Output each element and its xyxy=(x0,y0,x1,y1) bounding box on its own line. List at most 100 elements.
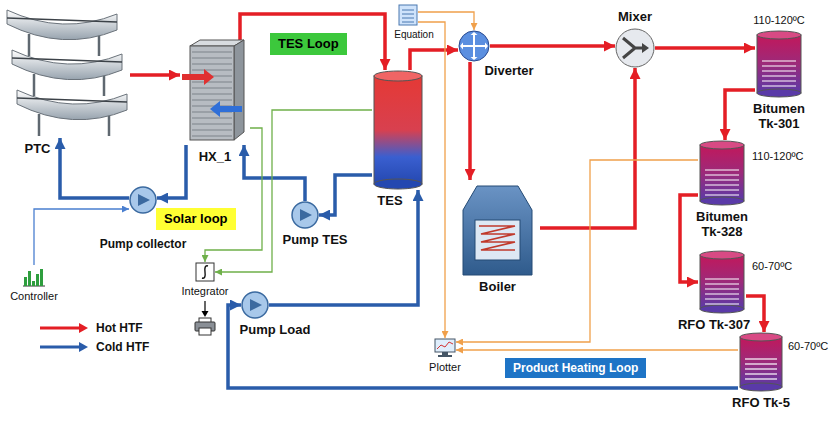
product-tank xyxy=(755,30,803,98)
solar-collector-part xyxy=(7,10,117,40)
controller-block-part xyxy=(28,271,31,286)
product-tank: 110-120ºCBitumen Tk-328 xyxy=(698,140,746,206)
loop-tag: Product Heating Loop xyxy=(505,358,646,378)
solar-collector-part xyxy=(12,58,122,62)
component-label: Pump TES xyxy=(282,233,347,248)
product-tank-part xyxy=(757,35,801,93)
product-tank-part xyxy=(745,378,777,379)
plotter-block-part xyxy=(442,352,448,355)
product-tank xyxy=(698,250,746,314)
pump-symbol xyxy=(129,186,157,214)
heat-exchanger-part xyxy=(192,118,232,119)
product-tank-part xyxy=(705,184,739,185)
component-label: PTC xyxy=(25,142,51,157)
product-tank-part xyxy=(705,293,739,294)
hot-pipe xyxy=(130,73,180,77)
heat-exchanger-part xyxy=(192,130,232,131)
product-tank-part xyxy=(745,363,777,364)
component-label: RFO Tk-307 xyxy=(678,318,750,333)
storage-tank-part xyxy=(374,71,422,81)
solar-collector-part xyxy=(108,114,111,136)
product-tank-part xyxy=(762,60,796,61)
product-tank-part xyxy=(757,31,801,39)
controller-block-part xyxy=(40,269,43,286)
loop-label: Solar loop xyxy=(164,211,228,226)
product-tank-part xyxy=(762,75,796,76)
loop-tag: Solar loop xyxy=(156,208,236,230)
plotter-block: Plotter xyxy=(434,338,456,358)
diverter-valve-part xyxy=(485,43,488,50)
controller-block-part xyxy=(36,274,39,286)
diverter-valve-part xyxy=(460,43,463,50)
pump-symbol: Pump TES xyxy=(291,201,319,229)
cold-pipe xyxy=(228,305,738,388)
pump-symbol-part xyxy=(300,209,312,221)
legend-sample xyxy=(38,322,90,334)
product-tank-part xyxy=(762,70,796,71)
diverter-valve-part xyxy=(459,31,489,61)
legend-sample xyxy=(40,345,80,348)
heat-exchanger-part xyxy=(192,124,232,125)
component-label: TES xyxy=(377,194,402,209)
pump-symbol: Pump Load xyxy=(241,291,269,319)
heat-exchanger xyxy=(180,40,250,145)
legend-sample xyxy=(40,326,80,329)
heat-exchanger-part xyxy=(210,101,242,117)
boiler-part xyxy=(479,226,515,250)
diverter-valve-part xyxy=(471,57,478,60)
printer-icon xyxy=(195,318,215,335)
product-tank-part xyxy=(740,337,782,387)
product-tank-part xyxy=(705,288,739,289)
product-tank-part xyxy=(740,383,782,391)
solar-collector: PTC xyxy=(5,8,130,138)
heat-exchanger-part xyxy=(182,69,214,85)
storage-tank: TES xyxy=(372,70,424,190)
legend: Hot HTFCold HTF xyxy=(38,318,149,356)
product-tank-part xyxy=(705,169,739,170)
loop-label: Product Heating Loop xyxy=(513,361,638,375)
legend-entry: Cold HTF xyxy=(38,337,149,356)
pump-symbol-part xyxy=(138,194,150,206)
mixer-valve-part xyxy=(616,29,654,67)
component-label: Integrator xyxy=(181,285,228,298)
component-label: Plotter xyxy=(429,361,461,374)
product-tank-part xyxy=(705,303,739,304)
component-label: Controller xyxy=(10,290,58,303)
heat-exchanger-part xyxy=(192,82,232,83)
product-tank: 60-70ºCRFO Tk-307 xyxy=(698,250,746,314)
hot-pipe xyxy=(410,50,458,70)
cold-pipe xyxy=(244,145,305,201)
heat-exchanger-part xyxy=(234,40,244,140)
product-tank-part xyxy=(745,368,777,369)
solar-collector-part xyxy=(33,74,36,96)
boiler-part xyxy=(463,186,532,275)
heat-exchanger-part xyxy=(192,64,232,65)
storage-tank-part xyxy=(374,179,422,189)
diverter-valve-part xyxy=(463,45,474,47)
product-tank-part xyxy=(700,255,744,309)
plotter-block-part xyxy=(437,342,453,349)
solar-collector-part xyxy=(38,114,41,136)
temperature-label: 60-70ºC xyxy=(788,340,828,353)
equation-block-part xyxy=(402,14,414,15)
component-label: Diverter xyxy=(484,64,533,79)
temperature-label: 110-120ºC xyxy=(753,14,805,27)
cold-pipe xyxy=(60,138,129,198)
heat-exchanger-part xyxy=(192,70,232,71)
heat-exchanger-part xyxy=(192,52,232,53)
legend-sample xyxy=(38,341,90,353)
heat-exchanger-part xyxy=(190,46,234,140)
component-label: Bitumen Tk-301 xyxy=(744,102,814,132)
plotter-block-part xyxy=(435,339,455,352)
leader-arrow xyxy=(204,301,205,312)
diverter-valve xyxy=(458,30,490,62)
controller-block xyxy=(22,265,46,287)
product-tank-part xyxy=(705,194,739,195)
temperature-label: 60-70ºC xyxy=(752,260,792,273)
heat-exchanger-part xyxy=(192,136,232,137)
product-tank-part xyxy=(705,283,739,284)
equation-block: Equation xyxy=(398,4,418,26)
product-tank-part xyxy=(705,298,739,299)
pump-symbol-part xyxy=(292,202,318,228)
mixer-valve-part xyxy=(642,43,649,53)
